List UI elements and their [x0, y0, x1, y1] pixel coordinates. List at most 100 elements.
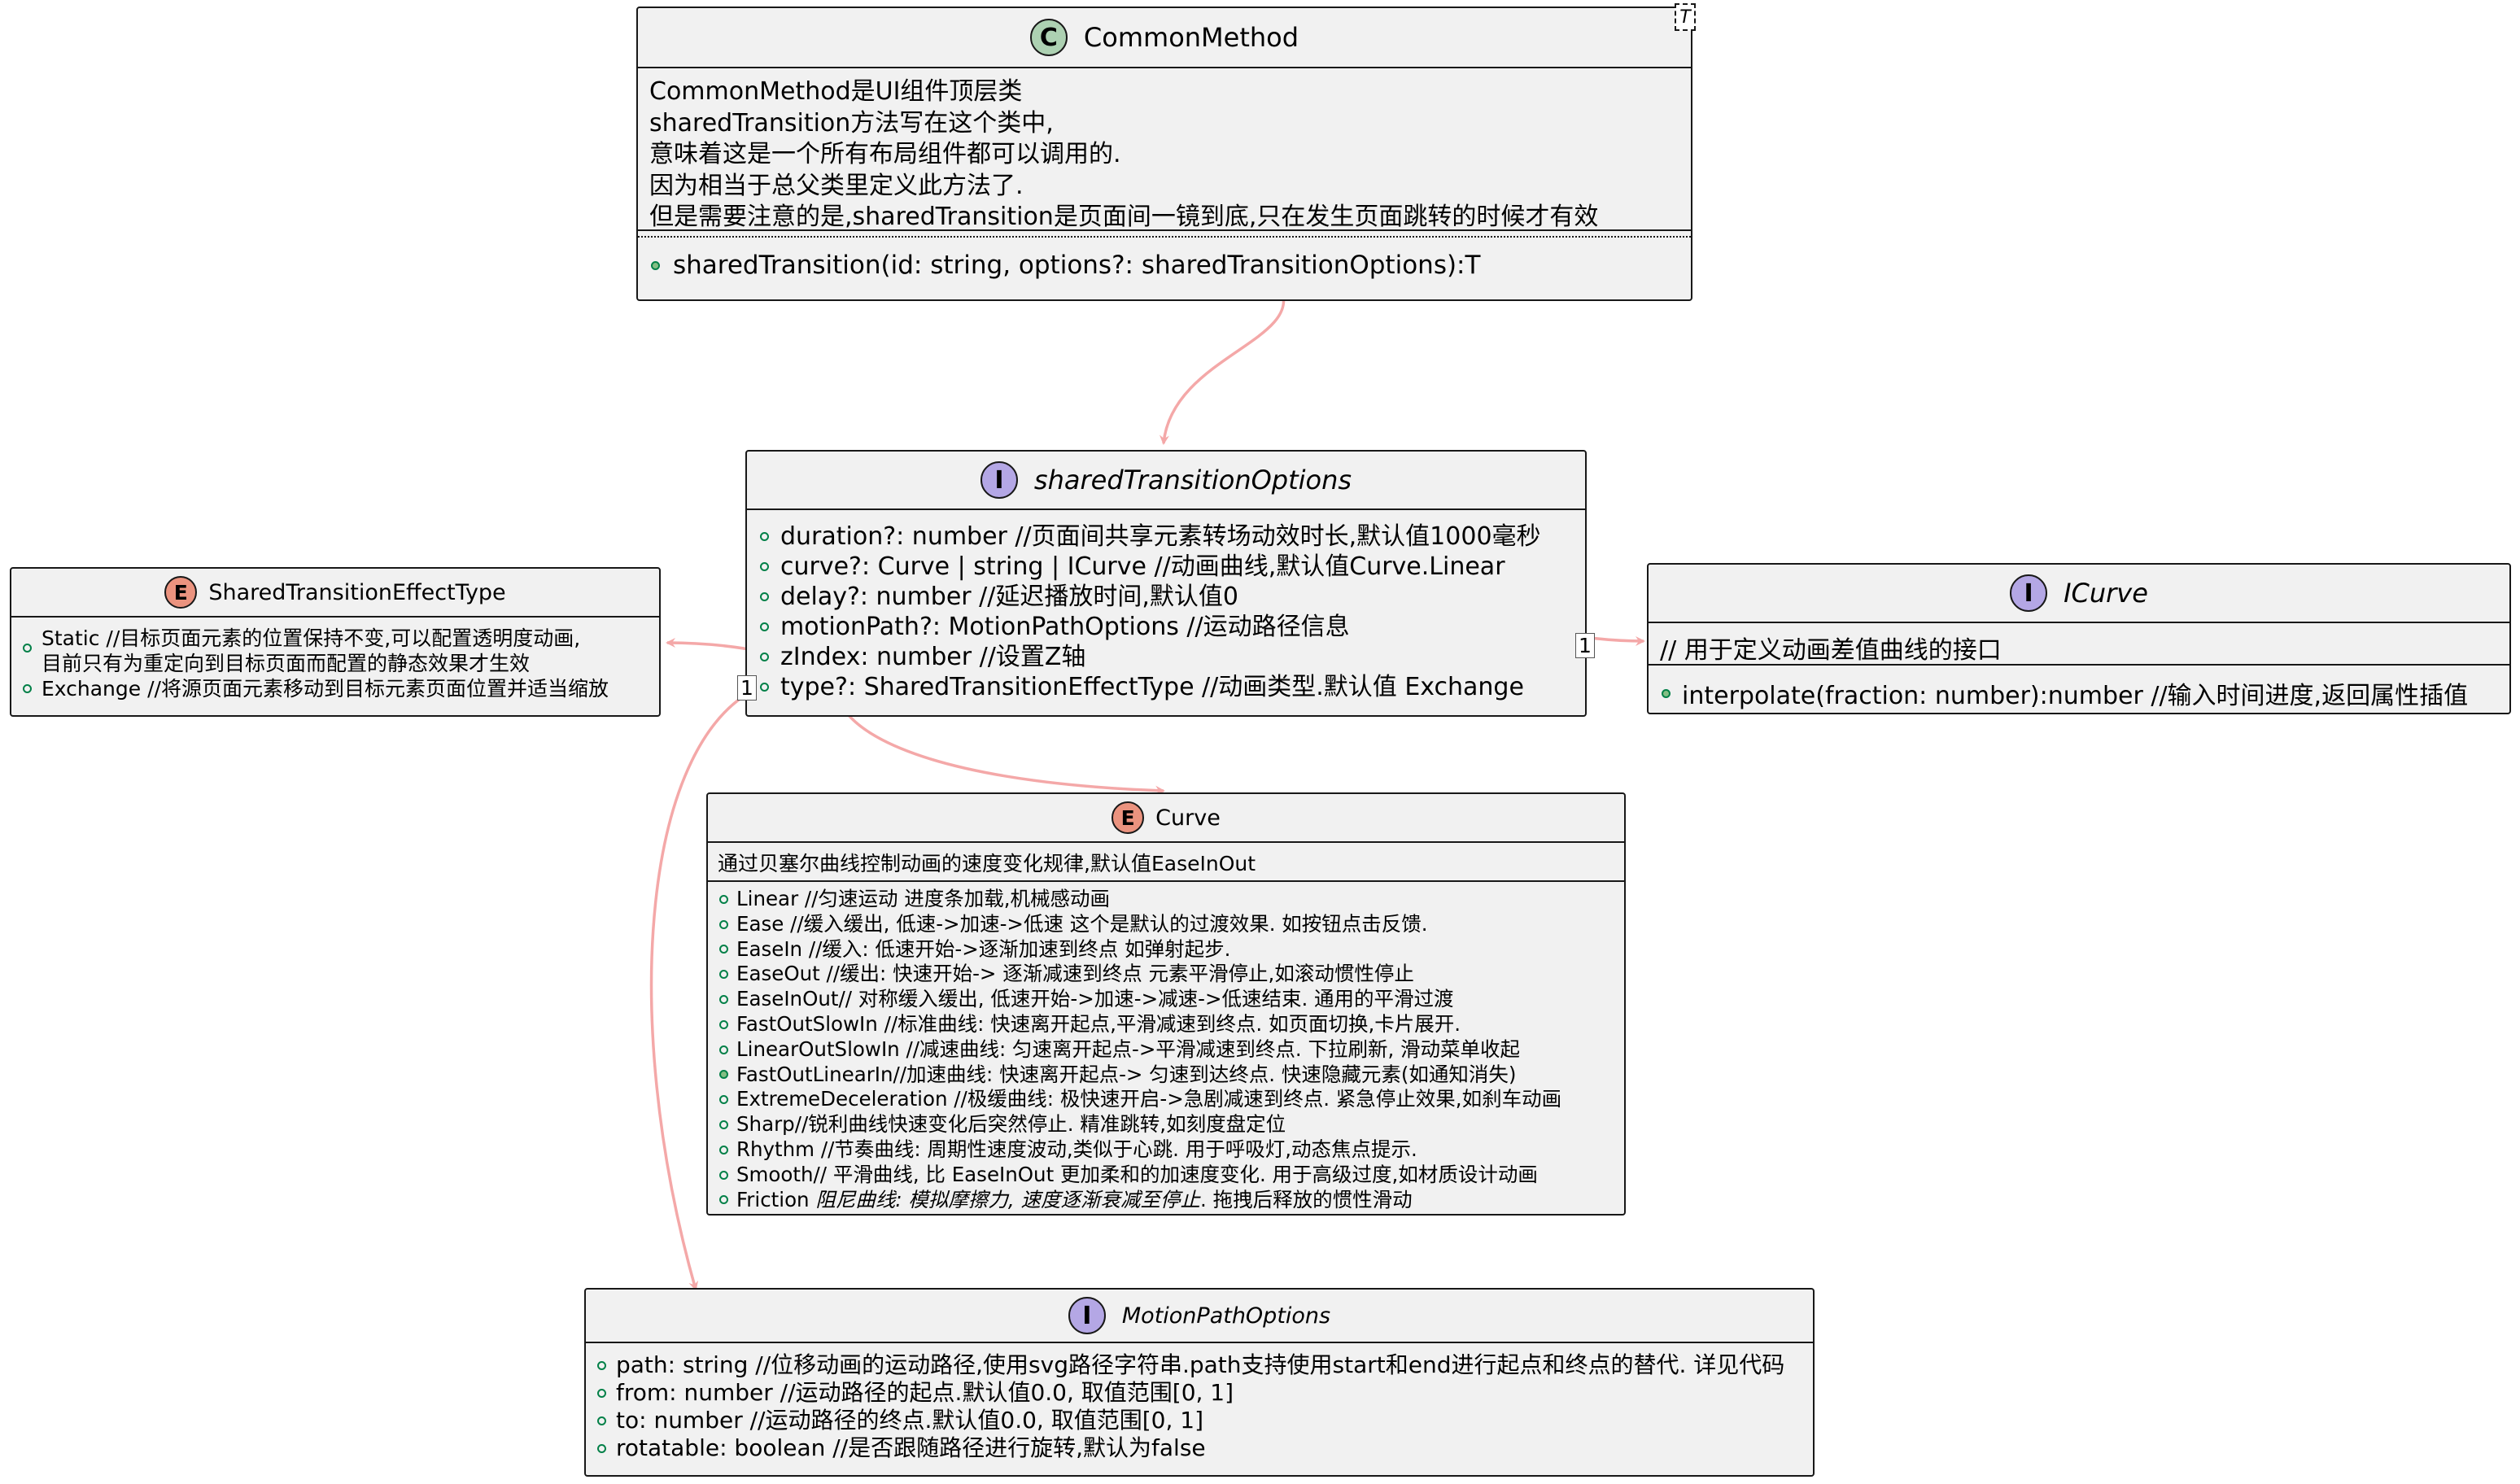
commonmethod-notes: CommonMethod是UI组件顶层类 sharedTransition方法写…	[638, 67, 1691, 231]
icurve-header: I ICurve	[1649, 565, 2509, 622]
field-visibility-icon	[597, 1416, 606, 1425]
motionpathoptions-title: MotionPathOptions	[1121, 1303, 1331, 1329]
enum-item-text: Ease //缓入缓出, 低速->加速->低速 这个是默认的过渡效果. 如按钮点…	[736, 911, 1428, 936]
field-text: zIndex: number //设置Z轴	[780, 643, 1086, 671]
field-visibility-icon	[719, 1195, 728, 1205]
field-visibility-icon	[719, 995, 728, 1005]
icurve-note: // 用于定义动画差值曲线的接口	[1649, 622, 2509, 665]
enum-item-italic-text: 阻尼曲线: 模拟摩擦力, 速度逐渐衰减至停止	[815, 1187, 1201, 1211]
enum-icon: E	[1112, 801, 1145, 834]
field-visibility-icon	[597, 1443, 606, 1453]
curve-items: Linear //匀速运动 进度条加载,机械感动画 Ease //缓入缓出, 低…	[708, 880, 1624, 1212]
field-visibility-icon	[23, 684, 32, 693]
enum-item-text: Sharp//锐利曲线快速变化后突然停止. 精准跳转,如刻度盘定位	[736, 1112, 1286, 1137]
field-row: type?: SharedTransitionEffectType //动画类型…	[760, 672, 1585, 702]
motionpathoptions-header: I MotionPathOptions	[586, 1290, 1813, 1342]
field-text: delay?: number //延迟播放时间,默认值0	[780, 583, 1238, 611]
commonmethod-methods: sharedTransition(id: string, options?: s…	[638, 236, 1691, 280]
enum-item-text: FastOutSlowIn //标准曲线: 快速离开起点,平滑减速到终点. 如页…	[736, 1011, 1461, 1036]
enum-item-tail: . 拖拽后释放的惯性滑动	[1200, 1187, 1413, 1211]
field-text: motionPath?: MotionPathOptions //运动路径信息	[780, 613, 1350, 641]
field-text: rotatable: boolean //是否跟随路径进行旋转,默认为false	[616, 1434, 1206, 1461]
template-parameter-label: T	[1679, 7, 1691, 28]
field-row: delay?: number //延迟播放时间,默认值0	[760, 582, 1585, 612]
method-row: interpolate(fraction: number):number //输…	[1662, 675, 2509, 711]
enum-item: Rhythm //节奏曲线: 周期性速度波动,类似于心跳. 用于呼吸灯,动态焦点…	[719, 1137, 1624, 1163]
field-row: path: string //位移动画的运动路径,使用svg路径字符串.path…	[597, 1351, 1813, 1379]
icurve-interface-box: I ICurve // 用于定义动画差值曲线的接口 interpolate(fr…	[1647, 563, 2511, 714]
enum-item: EaseIn //缓入: 低速开始->逐渐加速到终点 如弹射起步.	[719, 937, 1624, 962]
enum-item: Static //目标页面元素的位置保持不变,可以配置透明度动画, 目前只有为重…	[23, 626, 659, 676]
enum-item: Sharp//锐利曲线快速变化后突然停止. 精准跳转,如刻度盘定位	[719, 1112, 1624, 1137]
enum-item-text: Friction 阻尼曲线: 模拟摩擦力, 速度逐渐衰减至停止. 拖拽后释放的惯…	[736, 1188, 1413, 1213]
effecttype-header: E SharedTransitionEffectType	[11, 569, 659, 616]
field-visibility-icon	[719, 1145, 728, 1154]
field-text: to: number //运动路径的终点.默认值0.0, 取值范围[0, 1]	[616, 1407, 1203, 1434]
enum-icon: E	[164, 576, 198, 609]
commonmethod-class-box: C CommonMethod CommonMethod是UI组件顶层类 shar…	[636, 7, 1692, 301]
interface-icon: I	[2010, 574, 2048, 612]
enum-item-text: Linear //匀速运动 进度条加载,机械感动画	[736, 887, 1111, 910]
sharedtransitionoptions-title: sharedTransitionOptions	[1033, 465, 1352, 495]
effecttype-title: SharedTransitionEffectType	[208, 579, 506, 605]
field-text: from: number //运动路径的起点.默认值0.0, 取值范围[0, 1…	[616, 1379, 1234, 1406]
field-visibility-icon	[719, 970, 728, 980]
enum-item: LinearOutSlowIn //减速曲线: 匀速离开起点->平滑减速到终点.…	[719, 1037, 1624, 1063]
field-visibility-icon	[760, 562, 769, 571]
field-visibility-icon	[719, 945, 728, 954]
enum-item: EaseOut //缓出: 快速开始-> 逐渐减速到终点 元素平滑停止,如滚动惯…	[719, 962, 1624, 987]
field-visibility-icon	[760, 653, 769, 661]
commonmethod-note-line: 意味着这是一个所有布局组件都可以调用的.	[649, 140, 1121, 168]
field-visibility-icon	[719, 1045, 728, 1054]
public-visibility-icon	[651, 260, 660, 270]
field-visibility-icon	[719, 1120, 728, 1130]
field-visibility-icon	[719, 894, 728, 904]
field-row: motionPath?: MotionPathOptions //运动路径信息	[760, 612, 1585, 642]
curve-title: Curve	[1155, 805, 1221, 831]
field-visibility-icon	[719, 1095, 728, 1105]
commonmethod-divider	[638, 229, 1691, 236]
enum-item-text: EaseIn //缓入: 低速开始->逐渐加速到终点 如弹射起步.	[736, 936, 1231, 961]
field-visibility-icon	[760, 532, 769, 541]
method-row: sharedTransition(id: string, options?: s…	[651, 251, 1691, 280]
connector-commonmethod-to-options	[1159, 289, 1286, 445]
multiplicity-label-icurve: 1	[1575, 633, 1595, 658]
class-icon: C	[1029, 19, 1068, 56]
enum-item: Ease //缓入缓出, 低速->加速->低速 这个是默认的过渡效果. 如按钮点…	[719, 912, 1624, 937]
curve-enum-box: E Curve 通过贝塞尔曲线控制动画的速度变化规律,默认值EaseInOut …	[706, 792, 1626, 1216]
commonmethod-note-line: 但是需要注意的是,sharedTransition是页面间一镜到底,只在发生页面…	[649, 203, 1599, 231]
field-visibility-icon	[719, 1070, 728, 1080]
commonmethod-note-line: sharedTransition方法写在这个类中,	[649, 108, 1054, 137]
motionpathoptions-fields: path: string //位移动画的运动路径,使用svg路径字符串.path…	[586, 1342, 1813, 1462]
curve-note-text: 通过贝塞尔曲线控制动画的速度变化规律,默认值EaseInOut	[718, 852, 1256, 875]
field-text: path: string //位移动画的运动路径,使用svg路径字符串.path…	[616, 1351, 1785, 1378]
icurve-methods: interpolate(fraction: number):number //输…	[1649, 664, 2509, 711]
interface-icon: I	[980, 461, 1018, 499]
field-visibility-icon	[760, 622, 769, 631]
sharedtransitioneffecttype-enum-box: E SharedTransitionEffectType Static //目标…	[10, 567, 661, 717]
field-text: curve?: Curve | string | ICurve //动画曲线,默…	[780, 552, 1505, 581]
enum-item-text: Static //目标页面元素的位置保持不变,可以配置透明度动画,	[41, 626, 581, 650]
method-signature: sharedTransition(id: string, options?: s…	[673, 251, 1481, 280]
field-row: zIndex: number //设置Z轴	[760, 642, 1585, 672]
field-row: curve?: Curve | string | ICurve //动画曲线,默…	[760, 552, 1585, 582]
field-visibility-icon	[760, 683, 769, 692]
enum-item-text: Exchange //将源页面元素移动到目标元素页面位置并适当缩放	[41, 677, 609, 701]
field-row: to: number //运动路径的终点.默认值0.0, 取值范围[0, 1]	[597, 1407, 1813, 1434]
motionpathoptions-interface-box: I MotionPathOptions path: string //位移动画的…	[584, 1288, 1815, 1477]
enum-item: ExtremeDeceleration //极缓曲线: 极快速开启->急剧减速到…	[719, 1087, 1624, 1112]
enum-item-text: ExtremeDeceleration //极缓曲线: 极快速开启->急剧减速到…	[736, 1087, 1562, 1111]
enum-item-name: Friction	[736, 1187, 816, 1211]
enum-item: Smooth// 平滑曲线, 比 EaseInOut 更加柔和的加速度变化. 用…	[719, 1163, 1624, 1188]
connector-options-to-motionpath	[649, 683, 766, 1291]
multiplicity-label-effecttype: 1	[737, 675, 757, 701]
enum-item-text: Rhythm //节奏曲线: 周期性速度波动,类似于心跳. 用于呼吸灯,动态焦点…	[736, 1137, 1417, 1161]
enum-item-text: FastOutLinearIn//加速曲线: 快速离开起点-> 匀速到达终点. …	[736, 1062, 1517, 1086]
commonmethod-header: C CommonMethod	[638, 8, 1691, 67]
icurve-note-text: // 用于定义动画差值曲线的接口	[1660, 636, 2002, 665]
enum-item: FastOutSlowIn //标准曲线: 快速离开起点,平滑减速到终点. 如页…	[719, 1012, 1624, 1037]
enum-item-text: EaseInOut// 对称缓入缓出, 低速开始->加速->减速->低速结束. …	[736, 987, 1454, 1011]
method-signature: interpolate(fraction: number):number //输…	[1682, 682, 2469, 710]
multiplicity-value: 1	[740, 676, 753, 700]
field-visibility-icon	[23, 644, 32, 653]
